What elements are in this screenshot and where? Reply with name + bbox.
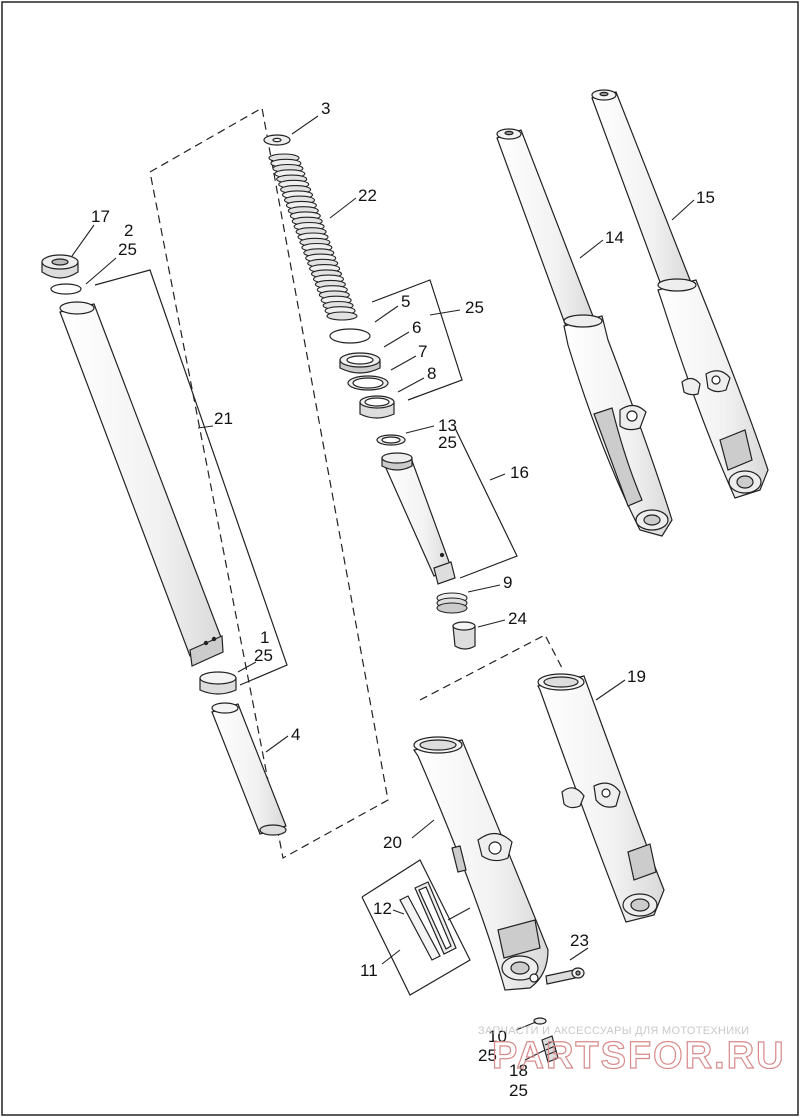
- spring-coil: [326, 311, 358, 321]
- label-8: 8: [427, 364, 436, 383]
- label-21: 21: [214, 409, 233, 428]
- watermark: ЗАПЧАСТИ И АКСЕССУАРЫ ДЛЯ МОТОТЕХНИКИ PA…: [478, 1025, 786, 1078]
- label-5: 5: [401, 292, 410, 311]
- part-7-ring: [347, 375, 389, 391]
- part-22-spring: [268, 153, 358, 321]
- label-25-b: 25: [465, 298, 484, 317]
- part-8-bushing: [359, 395, 395, 419]
- callout-labels: 3 22 17 2 25 5 25 6 7 8 21 13 25 16 14 1…: [91, 99, 715, 1100]
- part-9-rebound-spring: [436, 592, 468, 614]
- label-23: 23: [570, 931, 589, 950]
- label-16: 16: [510, 463, 529, 482]
- part-19-slider: [537, 673, 665, 923]
- label-15: 15: [696, 188, 715, 207]
- label-3: 3: [321, 99, 330, 118]
- part-16-damper-rod: [381, 452, 456, 585]
- part-13-ring: [376, 434, 406, 446]
- label-2: 2: [124, 221, 133, 240]
- label-25-a: 25: [118, 240, 137, 259]
- label-13: 13: [438, 416, 457, 435]
- label-22: 22: [358, 186, 377, 205]
- part-1-bushing: [199, 671, 237, 695]
- dashed-guides: [149, 107, 563, 859]
- part-17-cap: [41, 254, 79, 279]
- part-14-fork-assembly: [496, 128, 673, 537]
- part-12-pad: [399, 895, 441, 961]
- label-25-c: 25: [438, 433, 457, 452]
- label-25-e: 25: [478, 1046, 497, 1065]
- label-7: 7: [418, 342, 427, 361]
- label-19: 19: [627, 667, 646, 686]
- label-1: 1: [260, 628, 269, 647]
- label-6: 6: [412, 318, 421, 337]
- label-10: 10: [488, 1027, 507, 1046]
- part-6-seal: [339, 352, 381, 374]
- leader-lines: [71, 115, 695, 1061]
- part-11-pad: [414, 881, 457, 955]
- part-3-washer: [263, 134, 291, 146]
- label-24: 24: [508, 609, 527, 628]
- label-11: 11: [360, 961, 378, 980]
- label-12: 12: [373, 899, 392, 918]
- watermark-caption: ЗАПЧАСТИ И АКСЕССУАРЫ ДЛЯ МОТОТЕХНИКИ: [478, 1025, 749, 1037]
- label-25-d: 25: [254, 646, 273, 665]
- part-15-fork-assembly: [591, 89, 769, 499]
- label-25-f: 25: [509, 1081, 528, 1100]
- label-17: 17: [91, 207, 110, 226]
- part-10-washer: [533, 1017, 547, 1025]
- label-18: 18: [509, 1061, 528, 1080]
- part-4-tube: [211, 702, 287, 836]
- part-23-bolt: [545, 967, 585, 985]
- label-20: 20: [383, 833, 402, 852]
- watermark-brand: PARTSFOR.RU: [492, 1035, 786, 1077]
- group-brackets: [94, 269, 518, 996]
- part-18-screw: [541, 1035, 559, 1063]
- label-9: 9: [503, 573, 512, 592]
- part-20-slider: [413, 736, 549, 991]
- part-2-oring: [50, 283, 82, 295]
- label-4: 4: [291, 725, 300, 744]
- part-21-fork-tube: [59, 301, 224, 667]
- label-14: 14: [605, 228, 624, 247]
- part-5-ring: [329, 328, 371, 344]
- part-24-cone: [452, 621, 476, 650]
